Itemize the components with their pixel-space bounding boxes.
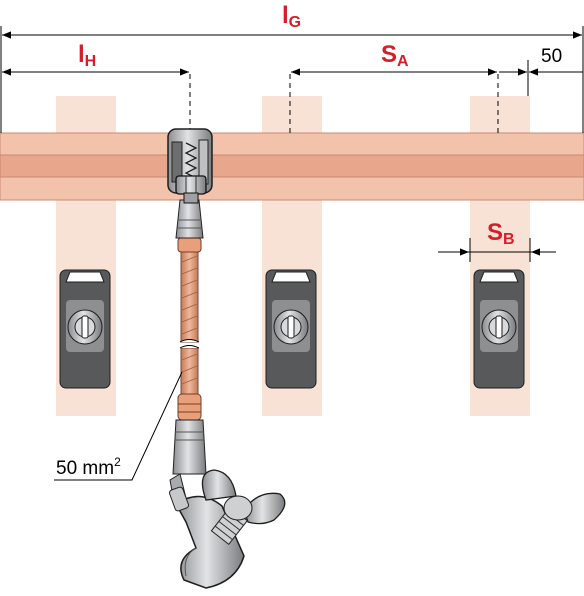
- earthing-cable: [177, 237, 202, 421]
- bolted-clamp-icon: [167, 128, 213, 204]
- wing-nut-icon: [201, 469, 286, 546]
- post-clamp: [473, 269, 525, 389]
- post-clamps: [59, 269, 525, 389]
- cable-cross-section-label: 50 mm2: [56, 455, 121, 479]
- cable-leader-line: [54, 371, 183, 481]
- total-length-label: lG: [282, 2, 301, 31]
- busbar: [0, 132, 584, 201]
- spacing-a-label: SA: [381, 41, 409, 70]
- upper-cable-lug: [175, 199, 204, 239]
- spacing-b-label: SB: [487, 219, 515, 248]
- end-offset-label: 50: [541, 46, 562, 67]
- dimension-labels: lG lH SA SB: [78, 2, 515, 248]
- hanger-length-label: lH: [78, 41, 96, 70]
- dimension-lines: [0, 26, 584, 481]
- post-clamp: [265, 269, 317, 389]
- post-clamp: [59, 269, 111, 389]
